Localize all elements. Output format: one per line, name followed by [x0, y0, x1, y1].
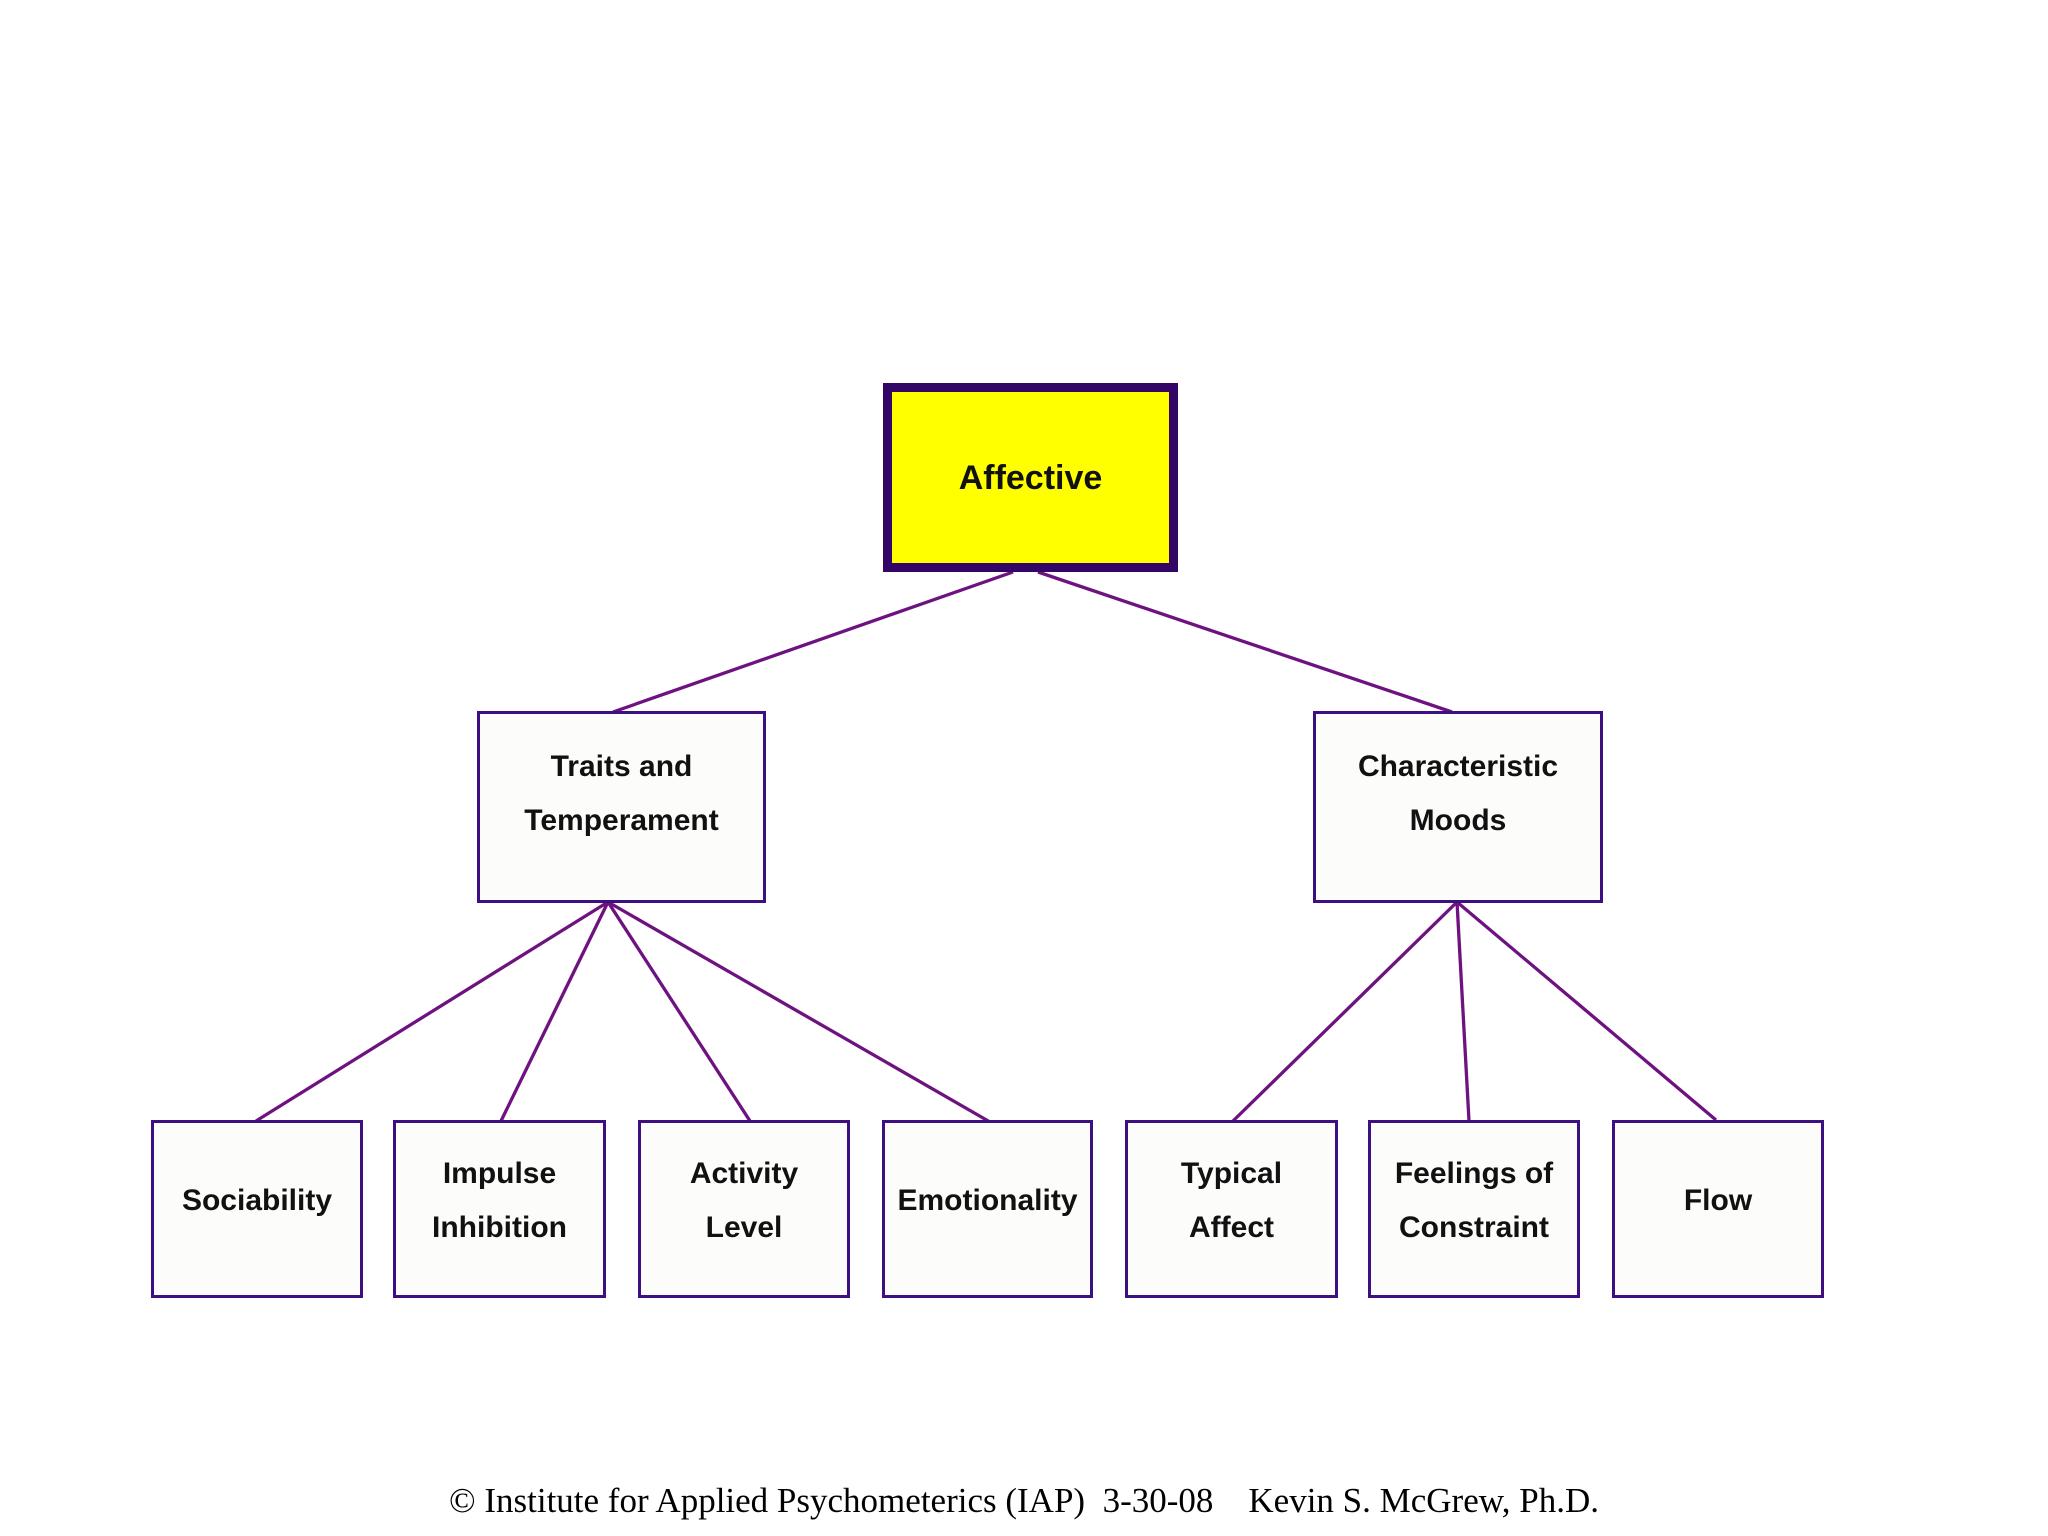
node-label: Sociability — [181, 1183, 333, 1217]
node-sociability: Sociability — [151, 1120, 363, 1298]
connector-affective-moods — [1037, 570, 1453, 714]
node-flow: Flow — [1612, 1120, 1824, 1298]
node-label-line: Level — [705, 1210, 783, 1244]
node-label-line: Feelings of — [1394, 1156, 1554, 1190]
node-typical-affect: Typical Affect — [1125, 1120, 1338, 1298]
connector-traits-emotionality — [607, 900, 991, 1124]
node-label: Affective — [958, 458, 1103, 497]
connector-moods-typical — [1231, 900, 1459, 1123]
node-activity-level: Activity Level — [638, 1120, 850, 1298]
connector-moods-feelings — [1455, 901, 1471, 1122]
node-traits-temperament: Traits and Temperament — [477, 711, 766, 903]
node-emotionality: Emotionality — [882, 1120, 1093, 1298]
connector-moods-flow — [1455, 900, 1718, 1122]
node-affective: Affective — [883, 383, 1178, 572]
connector-traits-impulse — [499, 901, 610, 1122]
node-feelings-of-constraint: Feelings of Constraint — [1368, 1120, 1580, 1298]
node-label-line: Temperament — [524, 804, 719, 837]
connector-traits-activity — [606, 901, 752, 1122]
copyright-footer: © Institute for Applied Psychometerics (… — [449, 1481, 1599, 1520]
node-label-line: Typical — [1180, 1156, 1283, 1190]
connector-affective-traits — [612, 570, 1014, 714]
node-label-line: Affect — [1188, 1210, 1274, 1244]
node-label-line: Constraint — [1399, 1210, 1549, 1244]
node-label-line: Traits and — [550, 750, 693, 783]
node-characteristic-moods: Characteristic Moods — [1313, 711, 1603, 903]
node-label: Flow — [1683, 1183, 1753, 1217]
node-label-line: Inhibition — [432, 1210, 567, 1244]
node-impulse-inhibition: Impulse Inhibition — [393, 1120, 606, 1298]
connector-traits-sociability — [255, 900, 609, 1123]
node-label: Emotionality — [897, 1183, 1078, 1217]
node-label-line: Impulse — [442, 1156, 557, 1190]
node-label-line: Characteristic — [1357, 750, 1559, 783]
node-label-line: Activity — [689, 1156, 799, 1190]
node-label-line: Moods — [1409, 804, 1507, 837]
